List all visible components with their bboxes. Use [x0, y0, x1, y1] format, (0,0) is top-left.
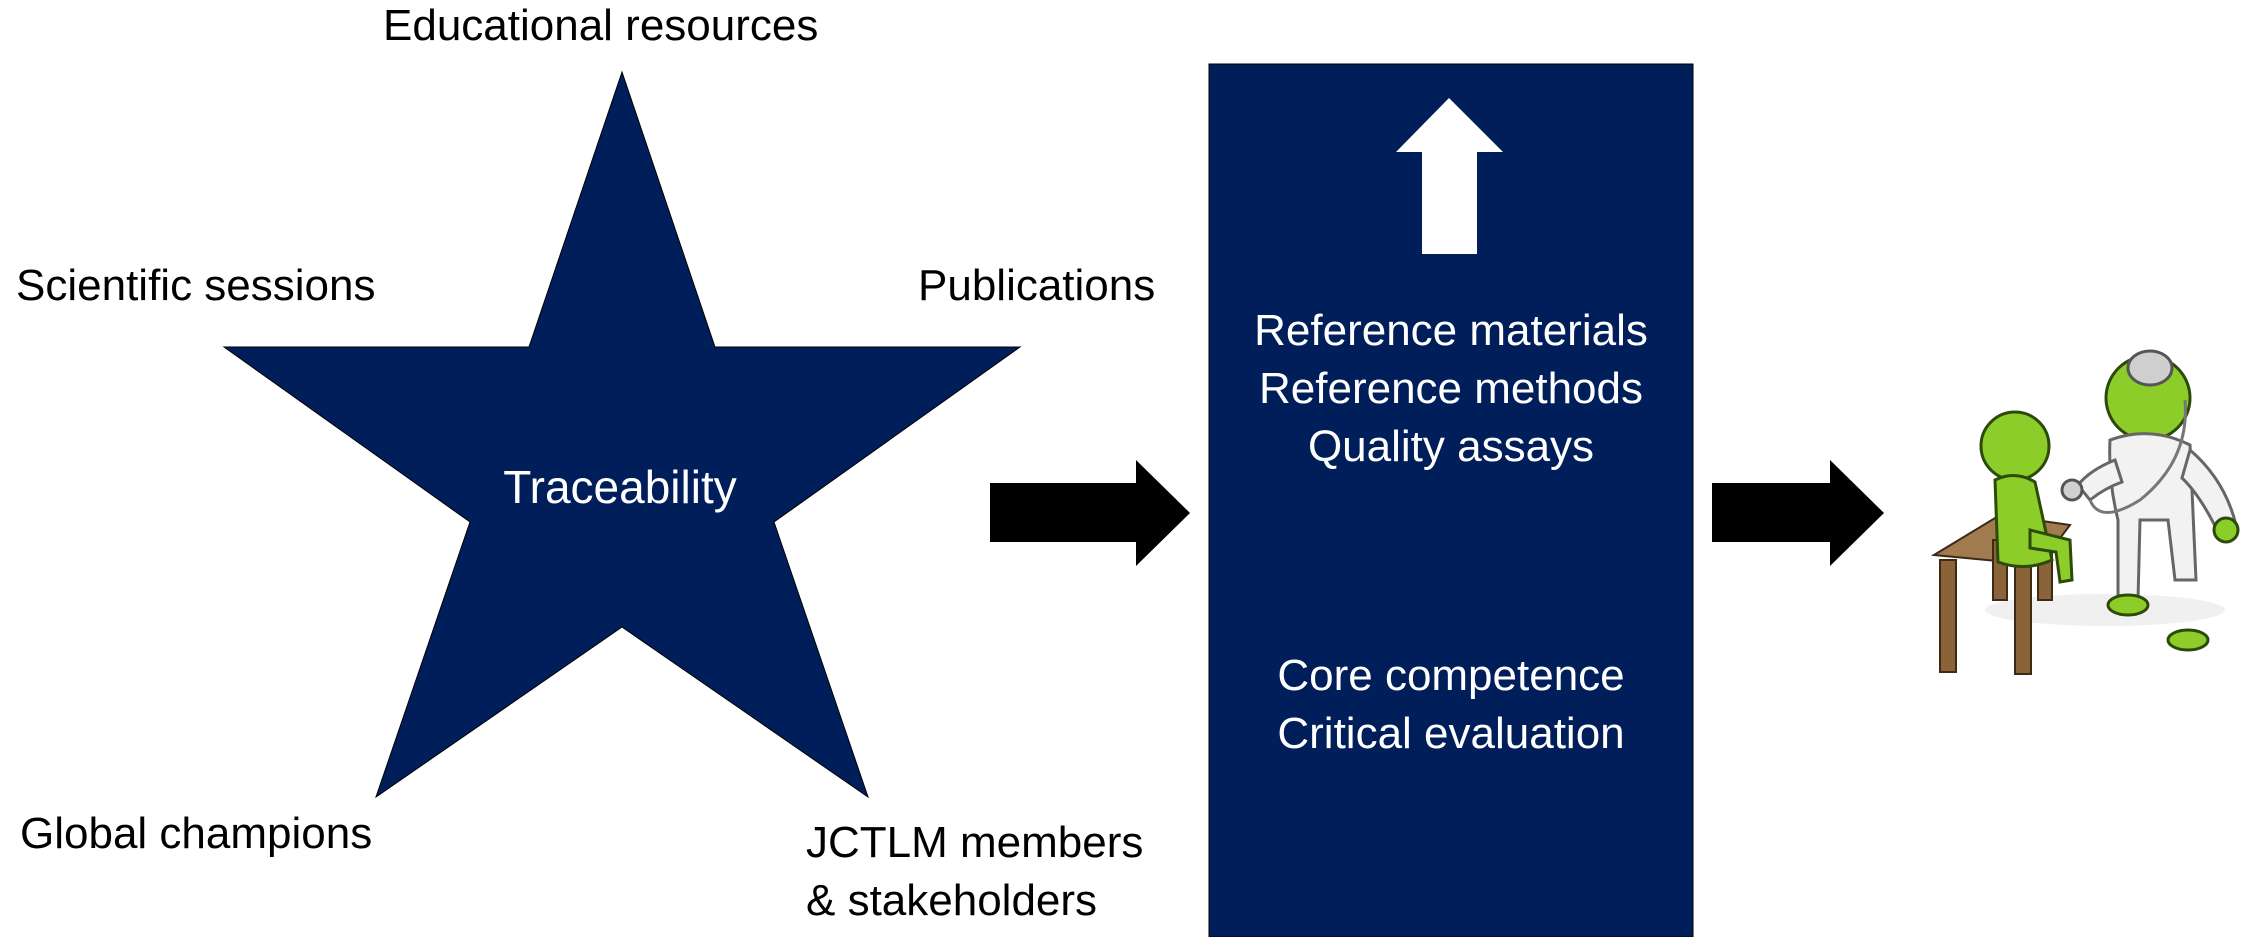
- box-line-reference-methods: Reference methods: [1259, 364, 1643, 413]
- right-arrow-icon: [1712, 460, 1884, 566]
- box-line-reference-materials: Reference materials: [1254, 306, 1648, 355]
- box-line-core-competence: Core competence: [1277, 651, 1625, 700]
- traceability-star: [222, 70, 1022, 799]
- box-line-quality-assays: Quality assays: [1307, 422, 1595, 471]
- label-stakeholders: & stakeholders: [806, 876, 1098, 925]
- star-center-label: Traceability: [503, 461, 737, 513]
- label-jctlm-members: JCTLM members: [806, 818, 1144, 867]
- box-upper-text: Reference materials Reference methods Qu…: [1209, 302, 1693, 476]
- label-publications: Publications: [918, 261, 1156, 310]
- label-educational-resources: Educational resources: [383, 1, 819, 50]
- right-arrow-icon: [990, 460, 1190, 566]
- box-line-critical-evaluation: Critical evaluation: [1277, 709, 1625, 758]
- label-global-champions: Global champions: [20, 809, 373, 858]
- box-lower-text: Core competence Critical evaluation: [1209, 647, 1693, 763]
- label-scientific-sessions: Scientific sessions: [16, 261, 376, 310]
- doctor-patient-icon: [1930, 349, 2240, 675]
- up-arrow-icon: [1396, 98, 1503, 254]
